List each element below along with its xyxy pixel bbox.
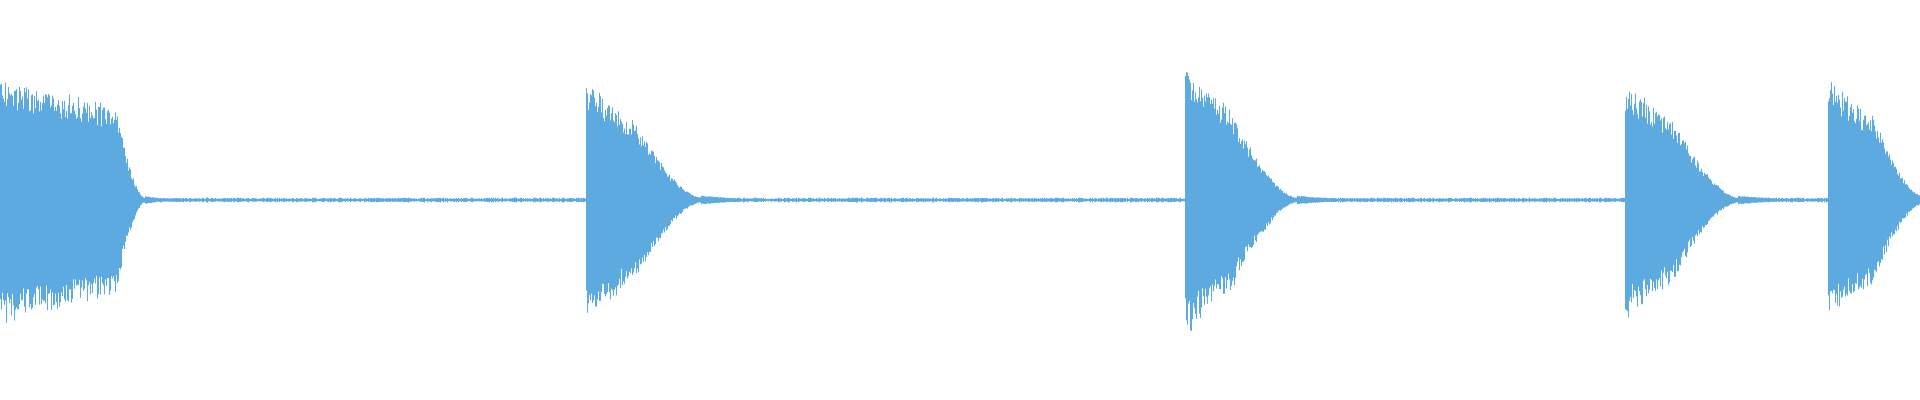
waveform-samples	[0, 72, 1920, 331]
